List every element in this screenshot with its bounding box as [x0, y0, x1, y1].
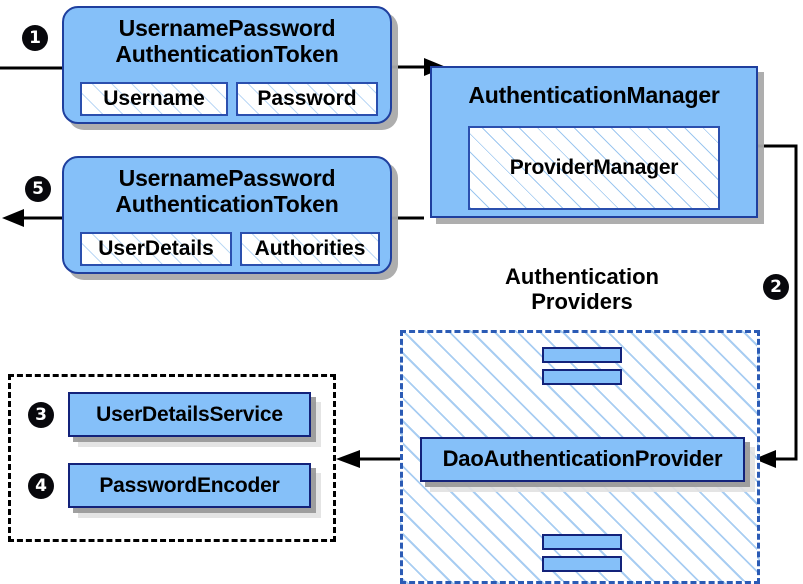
- request-token-node[interactable]: UsernamePassword AuthenticationToken Use…: [62, 6, 392, 124]
- other-provider-bar-top-1[interactable]: [542, 347, 622, 363]
- response-token-title: UsernamePassword AuthenticationToken: [115, 165, 339, 218]
- step-badge-4: 4: [28, 473, 54, 499]
- response-token-slot-userdetails[interactable]: UserDetails: [80, 232, 232, 266]
- password-encoder-label: PasswordEncoder: [99, 473, 280, 497]
- response-token-slot-authorities[interactable]: Authorities: [240, 232, 380, 266]
- services-group: [8, 374, 336, 542]
- response-token-node[interactable]: UsernamePassword AuthenticationToken Use…: [62, 156, 392, 274]
- user-details-service-node[interactable]: UserDetailsService: [68, 392, 311, 437]
- request-token-title-line2: AuthenticationToken: [115, 40, 339, 67]
- user-details-service-label: UserDetailsService: [96, 402, 283, 426]
- response-token-title-line2: AuthenticationToken: [115, 190, 339, 217]
- request-token-slot-password[interactable]: Password: [236, 82, 378, 116]
- other-provider-bar-bottom-1[interactable]: [542, 534, 622, 550]
- providers-label-line1: Authentication: [505, 264, 659, 289]
- other-provider-bar-bottom-2[interactable]: [542, 556, 622, 572]
- authentication-manager-title: AuthenticationManager: [468, 82, 720, 108]
- request-token-title: UsernamePassword AuthenticationToken: [115, 15, 339, 68]
- request-token-slot-username[interactable]: Username: [80, 82, 228, 116]
- provider-manager-label: ProviderManager: [509, 156, 679, 180]
- response-token-title-line1: UsernamePassword: [118, 165, 336, 191]
- step-badge-3: 3: [28, 402, 54, 428]
- step-badge-5: 5: [25, 176, 51, 202]
- step-badge-2: 2: [763, 274, 789, 300]
- providers-label-line2: Providers: [531, 289, 633, 315]
- other-provider-bar-top-2[interactable]: [542, 369, 622, 385]
- request-token-title-line1: UsernamePassword: [118, 15, 336, 41]
- authentication-providers-label: Authentication Providers: [487, 264, 677, 314]
- dao-authentication-provider-label: DaoAuthenticationProvider: [442, 446, 723, 472]
- password-encoder-node[interactable]: PasswordEncoder: [68, 463, 311, 508]
- step-badge-1: 1: [22, 25, 48, 51]
- provider-manager-node[interactable]: ProviderManager: [468, 126, 720, 210]
- authentication-manager-node[interactable]: AuthenticationManager ProviderManager: [430, 66, 758, 218]
- dao-authentication-provider-node[interactable]: DaoAuthenticationProvider: [420, 437, 745, 482]
